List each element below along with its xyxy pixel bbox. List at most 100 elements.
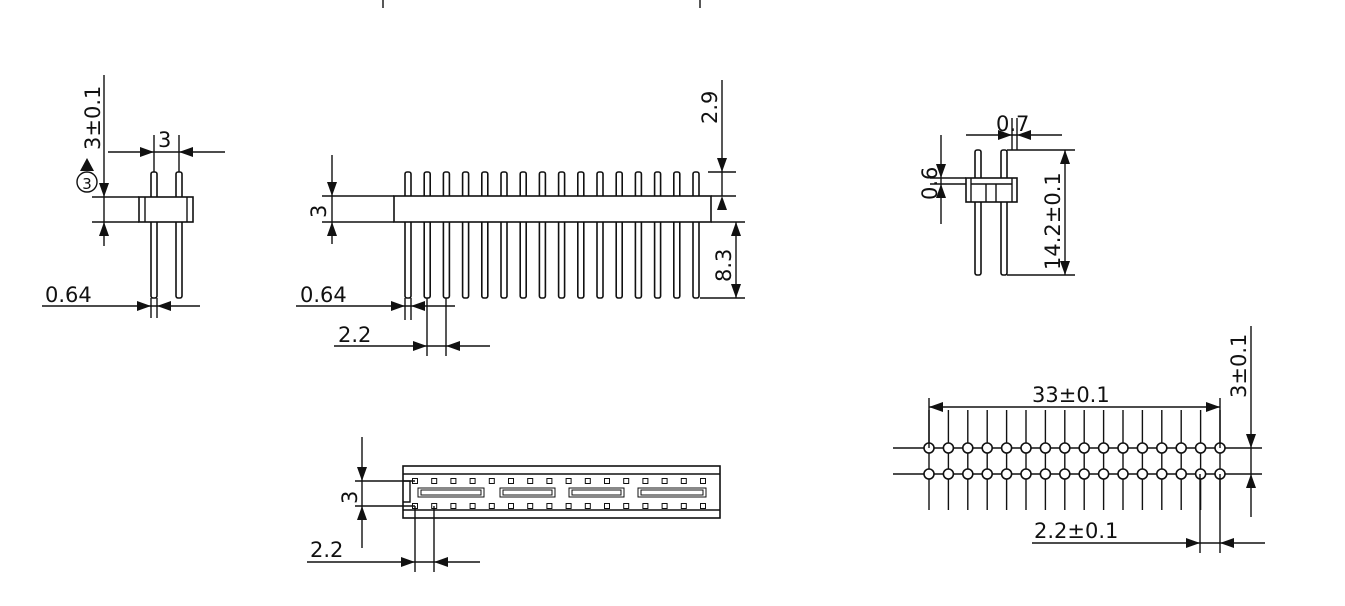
pcb-hole xyxy=(1059,442,1071,454)
front-pin xyxy=(653,171,662,299)
detail-pin-left xyxy=(974,149,982,276)
side-pin-right xyxy=(175,171,183,299)
top-pitch-label: 2.2 xyxy=(310,538,343,562)
front-view: 3 2.9 8.3 0.64 2.2 xyxy=(296,80,745,356)
front-pin xyxy=(692,171,700,299)
front-pin xyxy=(538,171,547,299)
top-pin-hole xyxy=(488,503,495,509)
front-pin xyxy=(557,171,566,299)
pcb-hole xyxy=(1175,442,1187,454)
pcb-hole xyxy=(1117,468,1129,480)
pcb-hole xyxy=(1039,442,1052,454)
top-pin-hole xyxy=(431,478,438,484)
pcb-layout: 33±0.1 3±0.1 2.2±0.1 xyxy=(893,326,1265,553)
pcb-hole xyxy=(1136,442,1149,454)
front-pin xyxy=(634,171,643,299)
pcb-total-span-label: 33±0.1 xyxy=(1032,383,1110,407)
pcb-hole xyxy=(1156,468,1168,480)
top-pin-hole xyxy=(661,478,668,484)
pcb-hole xyxy=(1000,468,1013,480)
front-pin xyxy=(461,171,470,299)
top-pin-hole xyxy=(527,503,534,509)
top-pin-hole xyxy=(527,478,534,484)
front-housing xyxy=(393,195,712,223)
top-pin-hole xyxy=(546,503,553,509)
pcb-hole xyxy=(961,442,974,454)
top-pin-hole xyxy=(604,478,610,484)
front-pin xyxy=(480,171,489,299)
pcb-hole xyxy=(1136,468,1149,480)
pcb-hole xyxy=(981,442,994,454)
detail-housing xyxy=(965,177,1018,203)
top-pin-hole xyxy=(565,478,572,484)
pcb-hole xyxy=(1097,468,1110,480)
top-row-pitch-label: 3 xyxy=(338,491,362,504)
marker-circle xyxy=(76,171,98,193)
top-pin-hole xyxy=(700,503,706,509)
top-pin-hole xyxy=(584,503,591,509)
side-housing xyxy=(138,196,194,223)
top-pin-hole xyxy=(469,503,476,509)
top-pin-hole xyxy=(546,478,553,484)
pcb-row-spacing-label: 3±0.1 xyxy=(1227,334,1251,398)
top-pin-hole xyxy=(469,478,476,484)
side-height-label: 3±0.1 xyxy=(81,86,105,150)
pcb-hole xyxy=(1097,442,1110,454)
marker-label: 3 xyxy=(82,175,92,193)
top-pin-hole xyxy=(508,478,514,484)
front-height-label: 3 xyxy=(307,205,331,218)
pcb-hole xyxy=(1175,468,1187,480)
front-pin xyxy=(500,171,508,299)
front-pitch-label: 2.2 xyxy=(338,323,371,347)
marker-triangle xyxy=(80,158,94,171)
top-pin-hole xyxy=(488,478,495,484)
detail-pin-right xyxy=(1000,149,1008,276)
top-holes xyxy=(412,478,706,509)
top-pin-hole xyxy=(680,478,687,484)
pcb-hole xyxy=(1039,468,1052,480)
detail-total-height-label: 14.2±0.1 xyxy=(1041,172,1065,270)
front-pin xyxy=(423,171,432,299)
side-pin-width-label: 0.64 xyxy=(45,283,92,307)
pcb-pitch-label: 2.2±0.1 xyxy=(1034,519,1118,543)
pcb-hole xyxy=(981,468,994,480)
side-pin-left xyxy=(150,171,158,299)
front-pins xyxy=(404,171,700,299)
top-pin-hole xyxy=(508,503,514,509)
front-top-length-label: 2.9 xyxy=(698,91,722,124)
pcb-hole-grid xyxy=(923,410,1226,510)
detail-view: 0.7 0.6 14.2±0.1 xyxy=(918,112,1075,276)
pcb-hole xyxy=(1078,468,1090,480)
top-pin-hole xyxy=(700,478,706,484)
top-pin-hole xyxy=(642,503,649,509)
top-pin-hole xyxy=(604,503,610,509)
top-pin-hole xyxy=(565,503,572,509)
front-pin-width-label: 0.64 xyxy=(300,283,347,307)
top-view: 3 2.2 xyxy=(307,437,721,572)
pcb-hole xyxy=(961,468,974,480)
front-pin xyxy=(596,171,604,299)
front-bottom-length-label: 8.3 xyxy=(712,249,736,282)
pcb-hole xyxy=(1117,442,1129,454)
pcb-hole xyxy=(1020,468,1032,480)
pcb-hole xyxy=(1059,468,1071,480)
side-pitch-label: 3 xyxy=(158,128,171,152)
detail-offset-label: 0.6 xyxy=(918,167,942,200)
side-view: 3±0.1 3 3 0.64 xyxy=(42,75,225,318)
top-pin-hole xyxy=(680,503,687,509)
top-pin-hole xyxy=(661,503,668,509)
top-pin-hole xyxy=(584,478,591,484)
pcb-hole xyxy=(1156,442,1168,454)
top-pin-hole xyxy=(623,478,630,484)
detail-pin-size-label: 0.7 xyxy=(996,112,1029,136)
pcb-hole xyxy=(1000,442,1013,454)
top-pin-hole xyxy=(450,503,457,509)
pcb-hole xyxy=(942,468,955,480)
front-pin xyxy=(519,171,528,299)
top-pin-hole xyxy=(450,478,457,484)
front-pin xyxy=(615,171,624,299)
front-pin xyxy=(442,171,451,299)
pcb-hole xyxy=(942,442,955,454)
front-pin xyxy=(672,171,681,299)
